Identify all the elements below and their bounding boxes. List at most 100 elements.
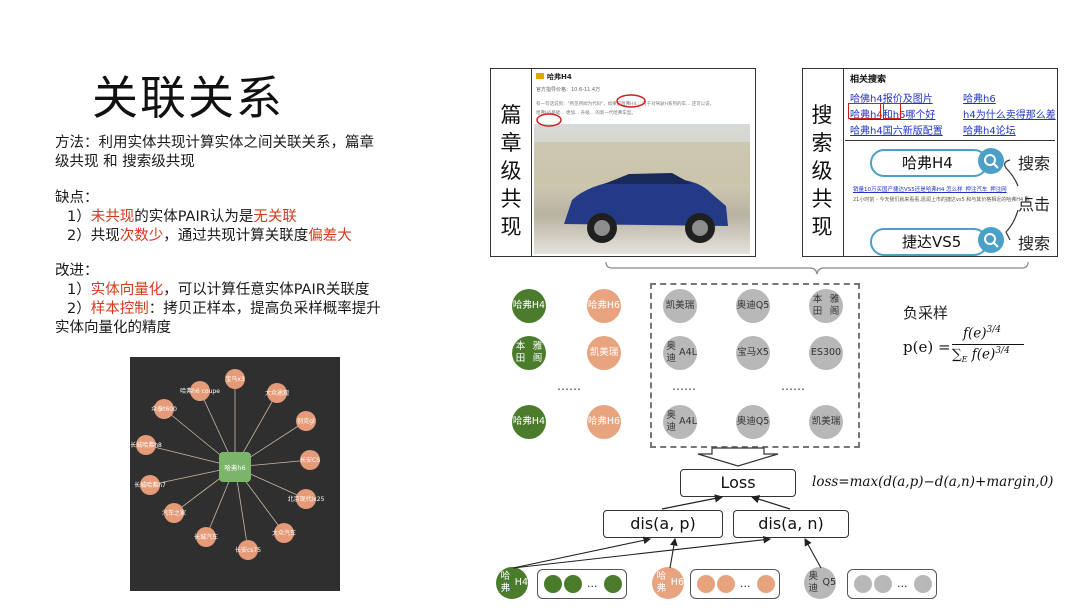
improve-item-1: 1）实体向量化，可以计算任意实体PAIR关联度 (55, 281, 381, 300)
cons-item-1-num: 1） (67, 209, 91, 225)
numerator-text: f(e) (963, 325, 987, 342)
graph-node (300, 450, 320, 470)
negative-entity-line-1: 宝马 (737, 347, 757, 358)
positive-entity-line-2: 瑞 (608, 347, 619, 358)
improve-heading: 改进： (55, 263, 99, 279)
formula-numerator: f(e)3/4 (963, 325, 1001, 342)
dis-ap-node: dis(a, p) (603, 510, 723, 538)
cons-item-2-red-a: 次数少 (119, 228, 164, 244)
related-link-1[interactable]: 哈佛h4报价及图片 (850, 94, 933, 105)
graph-node-label: 长安cs75 (235, 546, 261, 554)
search-input-query-1[interactable]: 哈弗H4 (870, 149, 988, 177)
graph-node (225, 369, 245, 389)
vector-dim (604, 575, 622, 593)
search-input-query-2[interactable]: 捷达VS5 (870, 228, 988, 256)
search-icon (984, 233, 999, 248)
sum-symbol: ∑ (952, 346, 962, 363)
vector-dim (564, 575, 582, 593)
negative-entity: 凯美瑞 (809, 405, 843, 439)
improve-item-1-red: 实体向量化 (90, 282, 164, 298)
article-body: 有一句话说到："所见所闻为代码"，如果说哈弗H4... 对于对驾驶H系列的车..… (536, 100, 748, 118)
graph-node-label: 大众汽车 (272, 529, 296, 537)
graph-node-label: 宝马x3 (225, 375, 245, 383)
negative-entity-line-1: 凯美 (811, 416, 831, 427)
graph-node (196, 527, 216, 547)
negative-entity-line-1: 奥迪 (736, 300, 756, 311)
edge-ap-to-loss (661, 494, 724, 510)
improve-item-2-red: 样本控制 (90, 301, 149, 317)
method-text: 方法：利用实体共现计算实体之间关联关系，篇章 级共现 和 搜索级共现 (55, 134, 374, 172)
down-arrow (697, 447, 779, 467)
negative-entity-line-1: 奥迪 (666, 341, 676, 364)
neg-sampling-label: 负采样 (903, 304, 949, 322)
anchor-entity-line-1: 本田 (515, 341, 526, 364)
improve-item-1-rest: ，可以计算任意实体PAIR关联度 (163, 282, 370, 298)
graph-node-label: 北京现代ix25 (288, 495, 325, 503)
negative-entity-line-2: X5 (756, 347, 769, 358)
anchor-entity-line-2: H4 (531, 300, 546, 311)
fraction-bar (952, 344, 1024, 345)
negative-vector-box: ... (847, 569, 937, 599)
graph-node (164, 503, 184, 523)
action-search-1: 搜索 (1018, 154, 1051, 173)
positive-entity-line-1: 哈弗 (587, 300, 607, 311)
vector-dim (717, 575, 735, 593)
related-link-5[interactable]: 哈弗h4国六新版配置 (850, 126, 943, 137)
negative-entity-line-2: Q5 (755, 416, 770, 427)
anchor-entity-line-2: 雅阁 (532, 341, 543, 364)
search-result: 销量10万买国产捷达VS5还是哈弗H4 怎么样_押注汽车_押注网 21小时前 -… (853, 185, 1030, 203)
formula-lhs: p(e) = (903, 338, 951, 356)
edge-n-to-an (804, 538, 822, 569)
anchor-entity-line-1: 哈弗 (512, 416, 532, 427)
action-click: 点击 (1018, 195, 1051, 214)
search-button-1[interactable] (978, 148, 1004, 174)
page-title: 关联关系 (92, 71, 284, 125)
related-link-6[interactable]: 哈弗h4论坛 (963, 126, 1016, 137)
denominator-exp: 3/4 (995, 346, 1010, 356)
graph-center-node (219, 452, 251, 482)
negative-vector-entity-line-1: 奥迪 (808, 571, 818, 594)
cons-item-2-mid: ，通过共现计算关联度 (163, 228, 309, 244)
related-link-2[interactable]: 哈弗h6 (963, 94, 996, 105)
cons-item-1-red-a: 未共现 (90, 209, 135, 225)
loss-formula: loss=max(d(a,p)−d(a,n)+margin,0) (812, 474, 1054, 490)
anchor-vector-entity-line-2: H4 (514, 577, 528, 588)
formula-denominator: ∑E f(e)3/4 (952, 346, 1010, 364)
related-link-4[interactable]: h4为什么卖得那么差 (963, 110, 1056, 121)
doc-cooccur-label: 篇章级共现 (500, 103, 522, 239)
negative-entity-line-1: 凯美 (665, 300, 685, 311)
graph-node-label: 大众途观 (265, 389, 289, 397)
graph-node (136, 435, 156, 455)
edge-p-to-ap (669, 537, 678, 569)
method-line-2: 级共现 和 搜索级共现 (55, 154, 195, 170)
edge-an-to-loss (750, 495, 791, 510)
vector-dim (544, 575, 562, 593)
search-button-2[interactable] (978, 227, 1004, 253)
related-link-3[interactable]: 哈弗h4和h6哪个好 (850, 110, 936, 121)
positive-entity-line-2: H6 (606, 300, 621, 311)
graph-node (238, 540, 258, 560)
vector-ellipsis: ... (897, 577, 908, 590)
graph-node-label: 汽车之家 (162, 509, 186, 517)
negative-entity-line-2: A4L (679, 347, 697, 358)
graph-node-label: 众泰t600 (151, 405, 177, 413)
search-result-desc: 21小时前 - 今天我们就来看看,恩润上市的捷达vs5 和与其价格相近的哈弗H4… (853, 197, 1030, 203)
negative-entity-line-2: 雅阁 (829, 294, 840, 317)
article-snippet: 哈弗H4 官方指导价格：10.6-11.4万 有一句话说到："所见所闻为代码"，… (536, 72, 748, 118)
cons-item-2-num: 2）共现 (67, 228, 120, 244)
positive-entity-line-1: 哈弗 (587, 416, 607, 427)
cons-heading: 缺点： (55, 190, 99, 206)
improve-item-2-num: 2） (67, 301, 91, 317)
negative-entity-line-1: 本田 (812, 294, 823, 317)
search-result-title[interactable]: 销量10万买国产捷达VS5还是哈弗H4 怎么样_押注汽车_押注网 (853, 187, 1007, 193)
sum-subscript: E (961, 355, 968, 365)
